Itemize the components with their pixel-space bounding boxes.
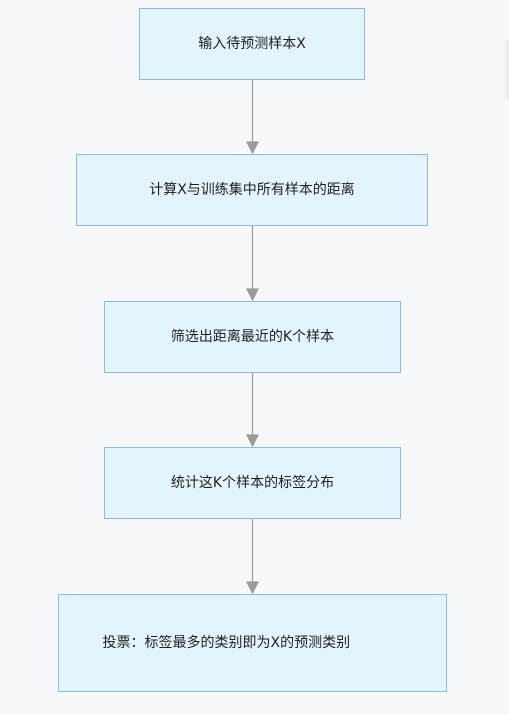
flow-node-input-sample: 输入待预测样本X: [139, 8, 365, 80]
flow-node-vote: 投票：标签最多的类别即为X的预测类别: [58, 594, 447, 692]
flow-node-compute-distance: 计算X与训练集中所有样本的距离: [76, 154, 428, 226]
flow-node-label: 计算X与训练集中所有样本的距离: [149, 182, 355, 198]
flow-node-count-labels: 统计这K个样本的标签分布: [104, 447, 401, 519]
panel-edge: [503, 40, 509, 100]
flow-node-label: 统计这K个样本的标签分布: [170, 475, 335, 491]
flow-node-label: 筛选出距离最近的K个样本: [170, 329, 335, 345]
arrowhead-n2-n3: [246, 288, 259, 302]
flow-node-label: 投票：标签最多的类别即为X的预测类别: [102, 635, 351, 651]
arrowhead-n4-n5: [246, 581, 259, 595]
arrowhead-n1-n2: [246, 141, 259, 155]
flow-node-label: 输入待预测样本X: [198, 36, 306, 52]
arrowhead-n3-n4: [246, 434, 259, 448]
flow-node-select-k-nearest: 筛选出距离最近的K个样本: [104, 301, 401, 373]
